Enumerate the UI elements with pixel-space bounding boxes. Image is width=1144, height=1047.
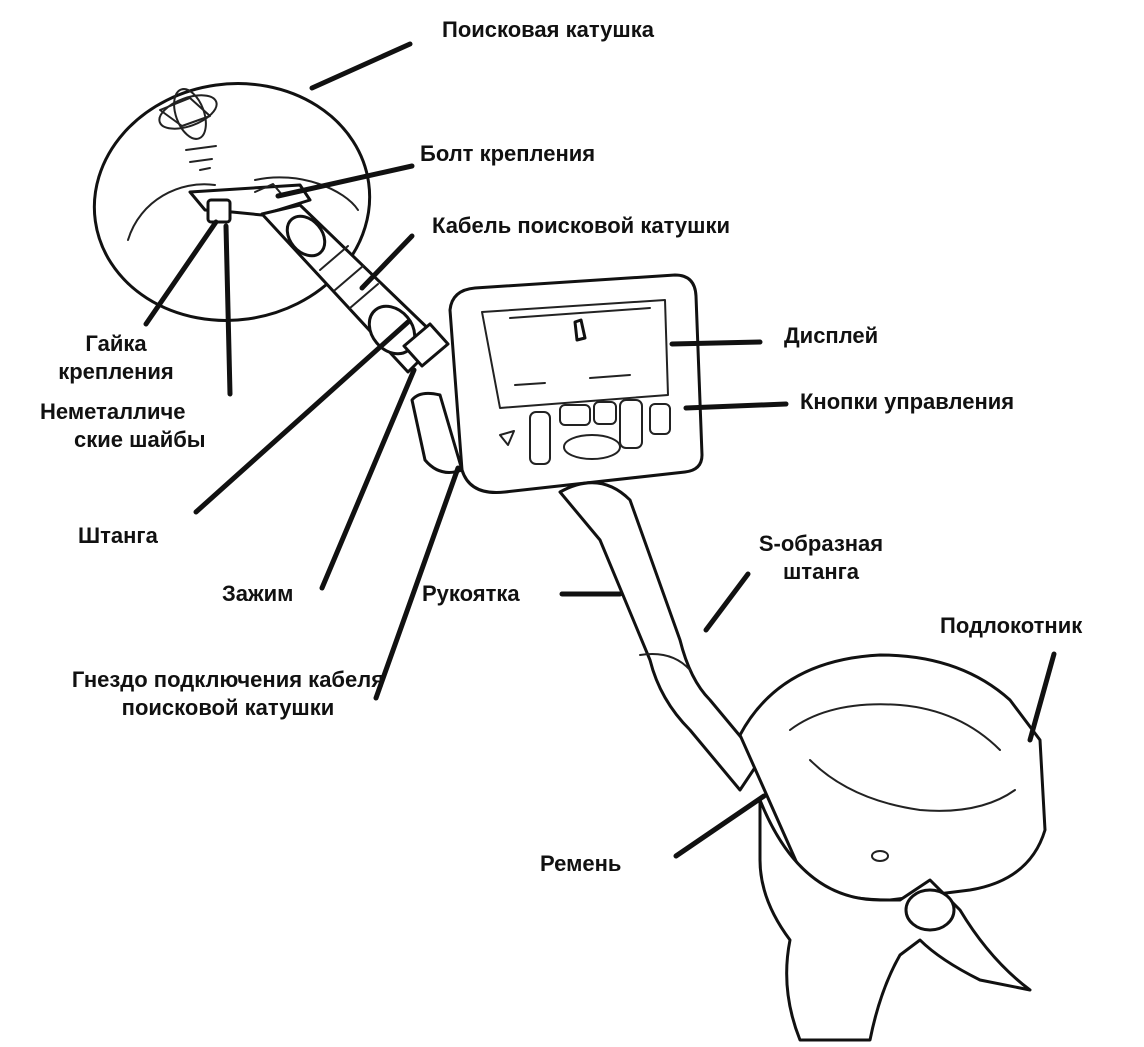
label-search-coil: Поисковая катушка — [442, 16, 654, 44]
label-cable-socket-line1: Гнездо подключения кабеля — [8, 666, 448, 694]
label-mount-nut-line1: Гайка — [36, 330, 196, 358]
leader-armrest — [1030, 654, 1054, 740]
label-mount-nut-line2: крепления — [36, 358, 196, 386]
label-coil-cable: Кабель поисковой катушки — [432, 212, 730, 240]
label-s-rod: S-образная штанга — [746, 530, 896, 586]
label-mount-bolt: Болт крепления — [420, 140, 595, 168]
handle-shape — [560, 483, 760, 790]
label-handle: Рукоятка — [422, 580, 520, 608]
label-control-buttons: Кнопки управления — [800, 388, 1014, 416]
label-clamp: Зажим — [222, 580, 293, 608]
leader-search-coil — [312, 44, 410, 88]
label-armrest: Подлокотник — [940, 612, 1082, 640]
label-nonmetal-washers-line1: Неметалличе — [40, 398, 206, 426]
label-s-rod-line1: S-образная — [746, 530, 896, 558]
leader-display — [672, 342, 760, 344]
label-nonmetal-washers-line2: ские шайбы — [40, 426, 206, 454]
leader-clamp — [322, 370, 414, 588]
label-cable-socket-line2: поисковой катушки — [8, 694, 448, 722]
label-s-rod-line2: штанга — [746, 558, 896, 586]
control-box-shape — [412, 275, 702, 493]
label-rod: Штанга — [78, 522, 158, 550]
leader-s-rod — [706, 574, 748, 630]
label-nonmetal-washers: Неметалличе ские шайбы — [40, 398, 206, 454]
label-display: Дисплей — [784, 322, 878, 350]
label-strap: Ремень — [540, 850, 621, 878]
label-mount-nut: Гайка крепления — [36, 330, 196, 386]
leader-coil-cable — [362, 236, 412, 288]
armrest-shape — [740, 655, 1045, 1040]
label-cable-socket: Гнездо подключения кабеля поисковой кату… — [8, 666, 448, 722]
leader-strap — [676, 796, 764, 856]
